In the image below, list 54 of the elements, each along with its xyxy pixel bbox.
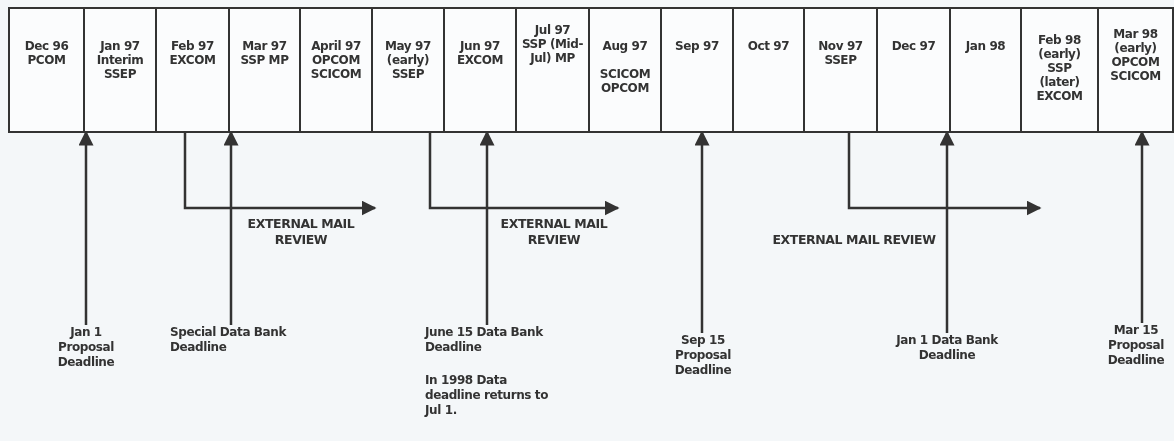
arrow bbox=[183, 132, 377, 216]
month-box bbox=[299, 7, 373, 133]
month-label: Nov 97 bbox=[818, 39, 863, 53]
month-label: Sep 97 bbox=[675, 39, 719, 53]
deadline-text: Jan 1 Data Bank Deadline bbox=[894, 333, 999, 363]
deadline-text: Mar 15 Proposal Deadline bbox=[1106, 323, 1166, 368]
month-label: Jul 97 bbox=[534, 23, 571, 37]
month-box bbox=[949, 7, 1022, 133]
month-label: Mar 97 bbox=[242, 39, 287, 53]
month-box bbox=[155, 7, 230, 133]
month-box bbox=[588, 7, 662, 133]
committee-label: (early) SSP (later) EXCOM bbox=[1035, 47, 1084, 103]
committee-label: SSP (Mid-Jul) MP bbox=[520, 37, 585, 65]
deadline-text: Sep 15 Proposal Deadline bbox=[673, 333, 733, 378]
committee-label: PCOM bbox=[27, 53, 66, 67]
month-label: Dec 96 bbox=[24, 39, 69, 53]
month-box bbox=[732, 7, 805, 133]
arrow bbox=[428, 132, 620, 216]
month-label: April 97 bbox=[311, 39, 361, 53]
arrow bbox=[847, 132, 1042, 216]
month-label: Aug 97 bbox=[602, 39, 648, 53]
month-box bbox=[83, 7, 157, 133]
deadline-text: Special Data Bank Deadline bbox=[170, 325, 288, 355]
committee-label: (early) SSEP bbox=[385, 53, 431, 81]
committee-label: SSEP bbox=[824, 53, 857, 67]
month-label: May 97 bbox=[385, 39, 431, 53]
committee-label: (early) OPCOM SCICOM bbox=[1109, 41, 1162, 83]
month-label: Oct 97 bbox=[747, 39, 790, 53]
month-box bbox=[1020, 7, 1099, 133]
month-box bbox=[228, 7, 301, 133]
deadline-text: June 15 Data Bank Deadline bbox=[425, 325, 544, 355]
month-box bbox=[371, 7, 445, 133]
committee-label: Interim SSEP bbox=[95, 53, 145, 81]
committee-label: OPCOM SCICOM bbox=[309, 53, 363, 81]
committee-label: EXCOM bbox=[457, 53, 503, 67]
note-text: In 1998 Data deadline returns to Jul 1. bbox=[425, 373, 549, 418]
month-box bbox=[8, 7, 85, 133]
month-label: Jan 98 bbox=[965, 39, 1006, 53]
month-box bbox=[443, 7, 517, 133]
month-box bbox=[876, 7, 951, 133]
month-box bbox=[660, 7, 734, 133]
deadline-text: Jan 1 Proposal Deadline bbox=[56, 325, 116, 370]
month-label: Jun 97 bbox=[460, 39, 500, 53]
committee-label: SSP MP bbox=[240, 53, 289, 67]
month-label: Mar 98 bbox=[1113, 27, 1158, 41]
month-box bbox=[1097, 7, 1174, 133]
committee-label: EXCOM bbox=[169, 53, 216, 67]
month-label: Dec 97 bbox=[891, 39, 936, 53]
month-label: Feb 98 bbox=[1038, 33, 1081, 47]
month-label: Feb 97 bbox=[171, 39, 214, 53]
month-box bbox=[515, 7, 590, 133]
month-box bbox=[803, 7, 878, 133]
month-label: Jan 97 bbox=[100, 39, 140, 53]
committee-label: SCICOM OPCOM bbox=[598, 67, 652, 95]
